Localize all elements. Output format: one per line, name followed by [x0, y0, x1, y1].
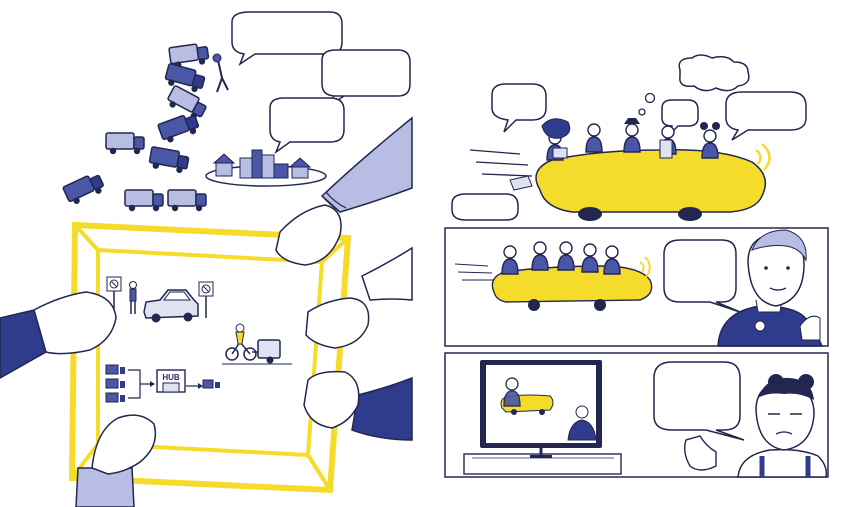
hand: [33, 291, 117, 355]
thought-bubble-icon: [678, 54, 750, 92]
laptop: [552, 147, 568, 159]
passenger: [585, 123, 603, 153]
car-icon: [535, 149, 767, 221]
speed-lines: [469, 149, 533, 177]
no-parking-sign-icon: [106, 276, 122, 312]
speech-bubble-icon: [653, 361, 745, 441]
sleeve: [75, 467, 135, 507]
speech-bubble-icon: [231, 11, 343, 66]
truck-stack: [61, 41, 229, 212]
viewer: [683, 374, 828, 478]
speech-bubbles-right-top: [451, 54, 807, 221]
hub-diagram: HUB: [105, 364, 220, 403]
shoe: [509, 175, 533, 191]
passengers: [509, 118, 720, 191]
speech-bubble-icon: [451, 193, 519, 221]
truck-icon: [167, 189, 207, 212]
passenger: [623, 123, 641, 153]
panel-car-ride: [451, 54, 807, 221]
pedestrian: [129, 281, 137, 314]
truck-icon: [105, 132, 145, 155]
truck-icon: [164, 84, 210, 123]
speech-bubble-icon: [491, 83, 547, 133]
car-icon: [491, 265, 653, 311]
panel-viewer: [444, 352, 829, 478]
hub-label: HUB: [162, 373, 180, 382]
bicycle-icon: [222, 323, 292, 365]
panel-tv-host: [444, 227, 829, 347]
truck-icon: [61, 170, 107, 208]
sleeve: [351, 376, 413, 441]
car-icon: [143, 289, 199, 323]
truck-icon: [156, 111, 202, 146]
hand: [303, 370, 360, 429]
truck-icon: [147, 145, 191, 175]
truck-icon: [124, 189, 164, 212]
passenger: [701, 129, 719, 159]
speech-bubbles-left: [231, 11, 411, 155]
hand: [683, 435, 717, 471]
hands: [0, 116, 413, 507]
hand: [361, 246, 413, 301]
speech-bubble-icon: [725, 91, 807, 141]
left-scene: HUB: [0, 11, 413, 507]
tv-host: [717, 229, 824, 347]
cup: [659, 139, 673, 159]
wifi-signal-icon: [639, 256, 651, 278]
town: [205, 149, 327, 187]
speech-bubble-icon: [269, 97, 345, 155]
wifi-signal-icon: [755, 143, 771, 171]
street-scene: [106, 276, 292, 365]
speech-bubble-icon: [663, 239, 741, 313]
speech-bubble-icon: [661, 99, 699, 137]
hand: [91, 414, 157, 475]
hand: [305, 297, 370, 349]
hand: [275, 204, 342, 266]
television-icon: [480, 360, 602, 458]
truck-icon: [162, 62, 207, 95]
speed-lines: [454, 263, 494, 281]
no-parking-sign-icon: [198, 281, 214, 318]
